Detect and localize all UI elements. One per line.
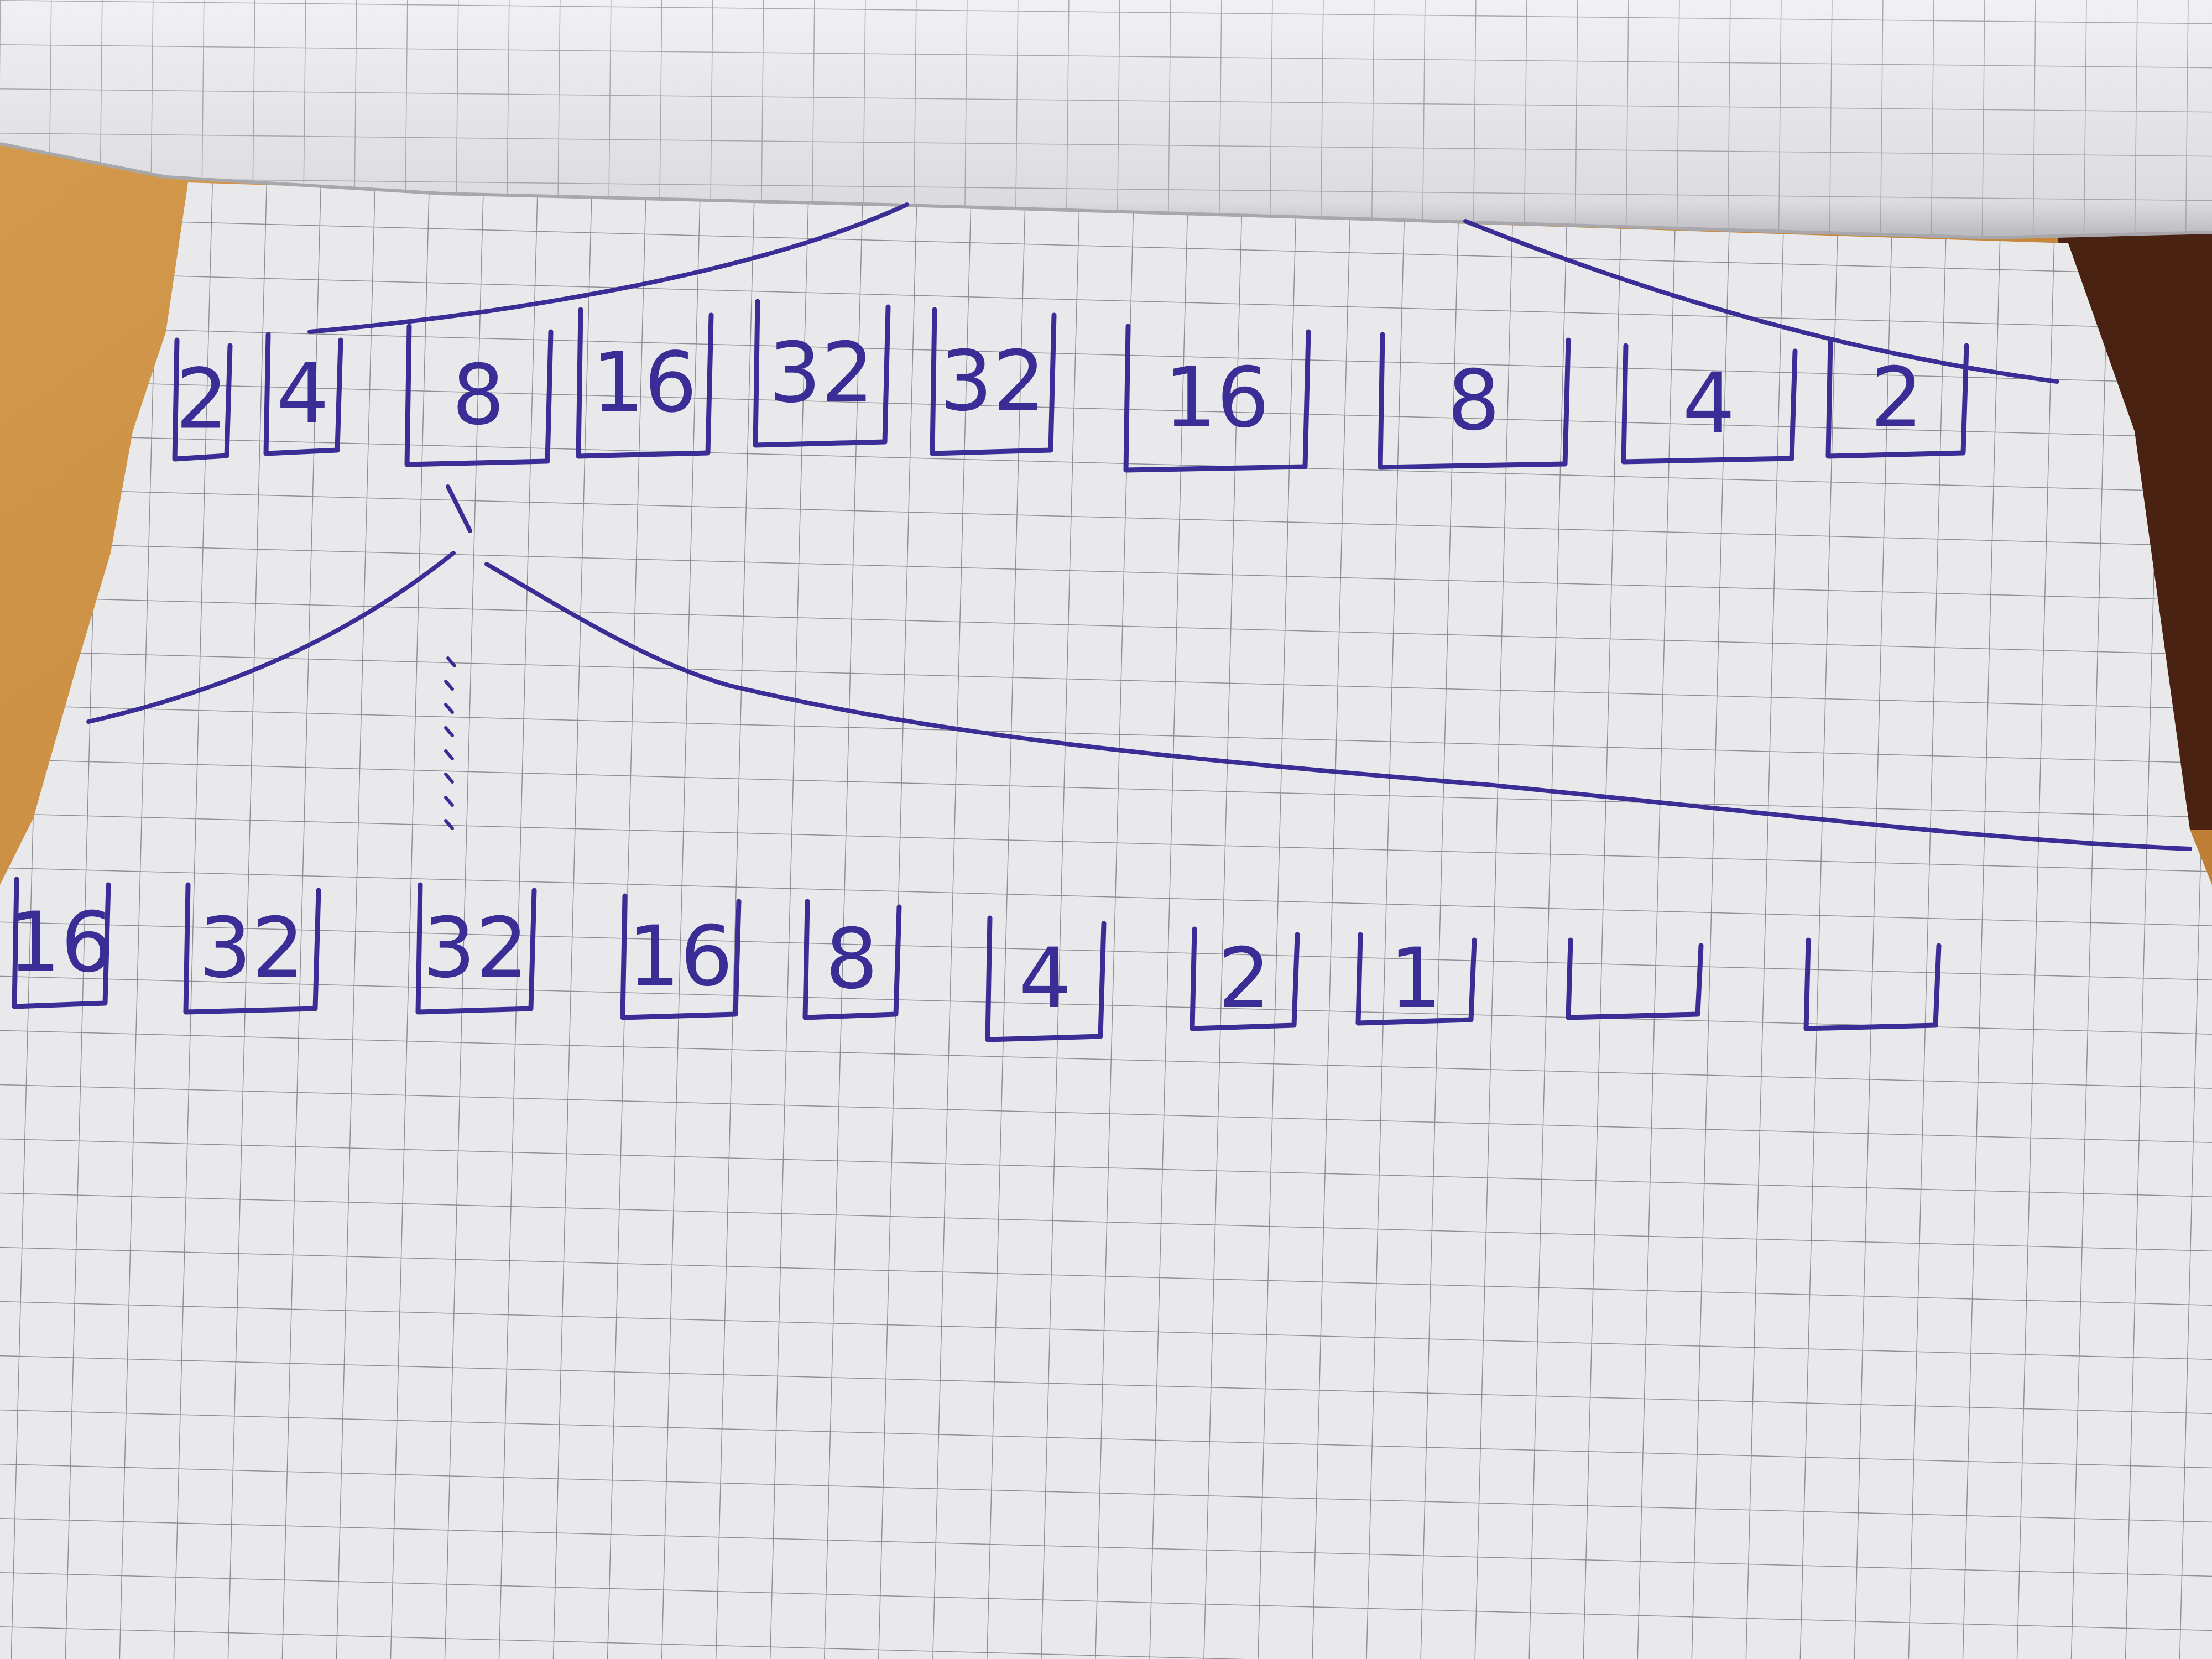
box-label: 4 (1682, 356, 1735, 452)
box-label: 32 (199, 900, 305, 997)
box-outline (985, 915, 1107, 1042)
box-outline (1355, 932, 1477, 1026)
top-row-box: 4 (1621, 343, 1798, 465)
top-row-box: 8 (1378, 332, 1571, 470)
bottom-row-box: 8 (802, 899, 902, 1020)
box-outline (183, 882, 321, 1015)
bottom-row-box: 16 (8, 877, 114, 1009)
left-branch (86, 551, 456, 724)
top-row-box: 2 (1825, 337, 1969, 459)
box-outline (404, 324, 554, 467)
box-label: 8 (452, 347, 504, 444)
box-label: 2 (175, 352, 228, 448)
box-label: 4 (276, 346, 329, 442)
box-label: 1 (1389, 931, 1442, 1027)
box-outline (415, 882, 537, 1015)
dotted-continuation (444, 656, 456, 830)
box-label: 32 (769, 325, 874, 421)
bottom-row-box: 16 (620, 893, 742, 1020)
top-row-box: 32 (930, 307, 1057, 456)
box-outline (620, 893, 742, 1020)
box-label: 8 (825, 911, 878, 1008)
box-outline (1123, 324, 1311, 473)
box-outline (802, 899, 902, 1020)
box-label: 4 (1019, 931, 1071, 1027)
bottom-row-box: 4 (985, 915, 1107, 1042)
top-row-box: 8 (404, 324, 554, 467)
bottom-row-box: 32 (415, 882, 537, 1015)
box-outline (1621, 343, 1798, 465)
top-row-box: 16 (576, 307, 714, 459)
bottom-row-box (1566, 937, 1704, 1020)
box-label: 16 (628, 909, 733, 1005)
box-outline (1566, 937, 1704, 1020)
bottom-row-box (1803, 937, 1942, 1031)
top-row-box: 2 (172, 337, 233, 462)
box-label: 2 (1870, 350, 1923, 446)
top-left-branch (307, 202, 909, 334)
box-label: 32 (940, 333, 1046, 430)
box-label: 32 (423, 900, 529, 997)
graph-paper-grid (0, 182, 2212, 1659)
bottom-row-box: 32 (183, 882, 321, 1015)
box-outline (753, 299, 891, 448)
right-branch (484, 562, 2192, 851)
box-outline (12, 877, 111, 1009)
top-row-box: 16 (1123, 324, 1311, 473)
curled-page-edge (0, 142, 2212, 240)
box-outline (1803, 937, 1942, 1031)
bottom-row-box: 2 (1190, 926, 1300, 1031)
box-outline (1190, 926, 1300, 1031)
box-outline (172, 337, 233, 462)
box-outline (930, 307, 1057, 456)
box-outline (1825, 337, 1969, 459)
box-label: 8 (1447, 353, 1500, 449)
stem-from-8 (446, 484, 472, 533)
box-outline (263, 332, 343, 456)
top-row-box: 32 (753, 299, 891, 448)
box-outline (1378, 332, 1571, 470)
box-label: 16 (1164, 350, 1270, 446)
curled-upper-page-grid (0, 0, 2212, 238)
box-label: 16 (8, 895, 114, 991)
bottom-row-boxes: 16 32 32 16 8 4 2 1 (8, 877, 1942, 1042)
box-label: 16 (592, 335, 697, 431)
box-outline (576, 307, 714, 459)
box-label: 2 (1218, 931, 1270, 1027)
bottom-row-box: 1 (1355, 931, 1477, 1027)
top-row-box: 4 (263, 332, 343, 456)
